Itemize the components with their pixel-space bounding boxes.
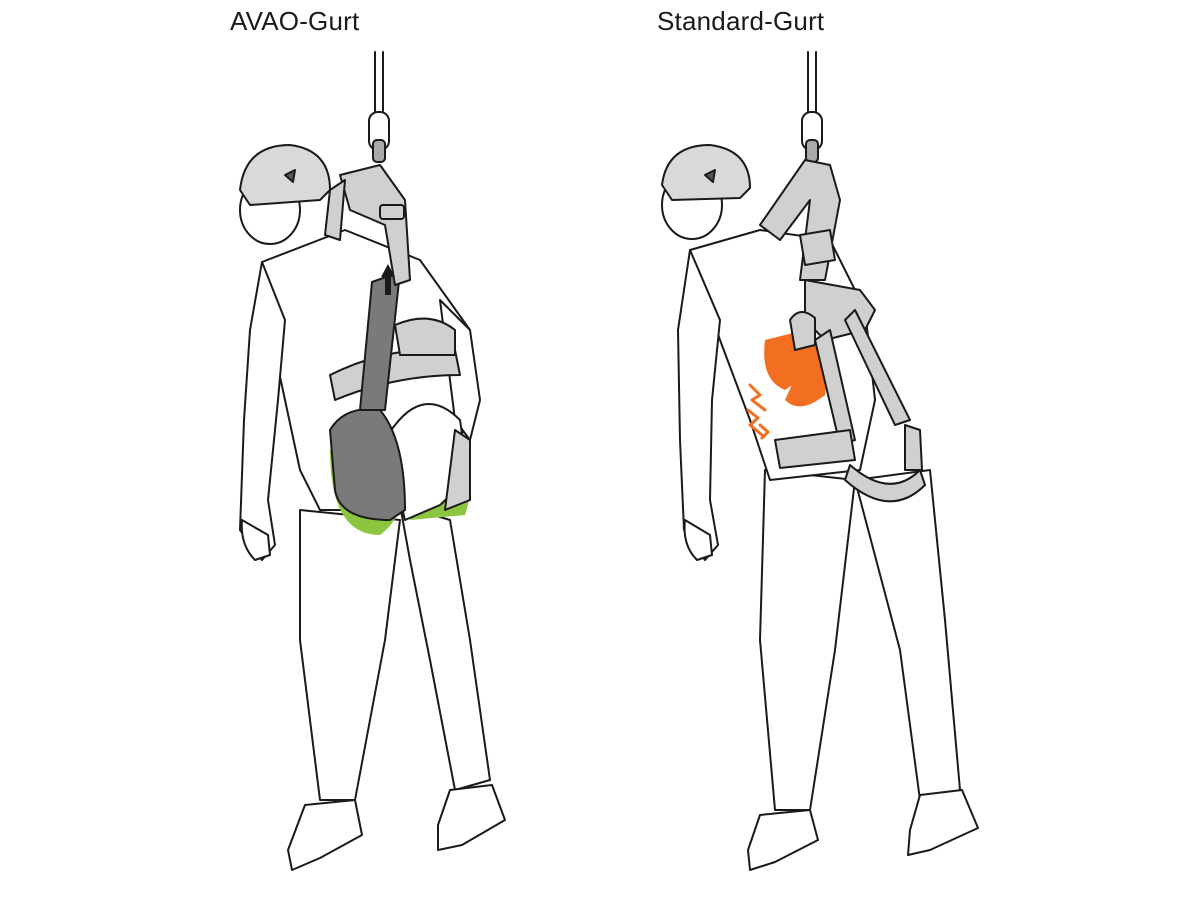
left-arm — [239, 261, 286, 561]
left-shoe — [747, 809, 819, 871]
standard-illustration — [661, 51, 979, 871]
avao-harness-panel: AVAO-Gurt — [230, 6, 506, 871]
front-leg — [299, 509, 401, 801]
rope-icon — [374, 51, 384, 119]
lightning-icon — [746, 383, 770, 440]
standard-harness-panel: Standard-Gurt — [600, 0, 1200, 900]
harness — [324, 164, 471, 521]
helmet-icon — [661, 144, 751, 240]
left-hand — [683, 519, 713, 561]
panel-title-standard: Standard-Gurt — [657, 6, 825, 36]
rope-icon — [807, 51, 817, 119]
left-shoe — [287, 799, 363, 871]
right-shoe — [437, 784, 506, 851]
helmet-icon — [239, 144, 331, 245]
up-arrow-icon — [381, 264, 395, 295]
carabiner-icon — [368, 111, 390, 163]
panel-title-avao: AVAO-Gurt — [230, 6, 360, 36]
carabiner-icon — [801, 111, 823, 163]
left-hand — [240, 519, 271, 561]
front-leg — [759, 469, 856, 811]
back-leg — [399, 504, 491, 791]
back-leg — [854, 469, 961, 801]
harness — [759, 159, 926, 503]
right-shoe — [907, 789, 979, 856]
avao-illustration — [239, 51, 506, 871]
